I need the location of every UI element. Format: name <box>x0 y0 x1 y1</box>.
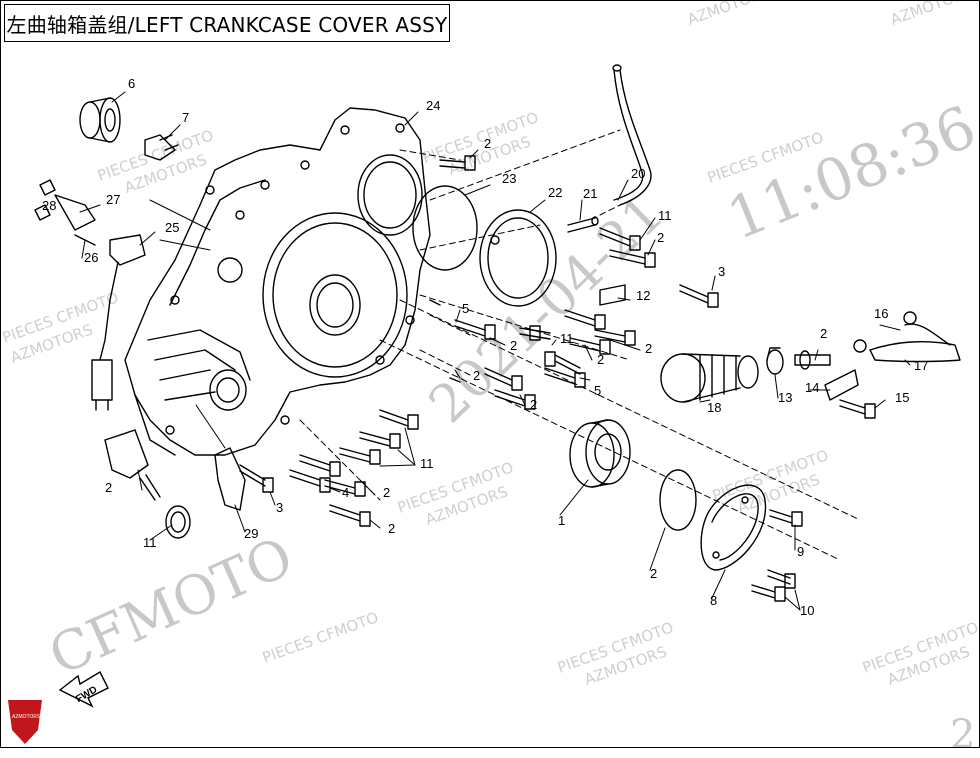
callout-18: 18 <box>707 400 721 415</box>
callout-29: 29 <box>244 526 258 541</box>
filler-cap-29 <box>104 429 161 501</box>
callout-2: 2 <box>820 326 827 341</box>
callout-5: 5 <box>594 383 601 398</box>
breather-hose-20 <box>612 64 652 206</box>
callout-23: 23 <box>502 171 516 186</box>
logo-label: AZMOTORS <box>12 714 41 720</box>
callout-2: 2 <box>484 136 491 151</box>
callout-2: 2 <box>645 341 652 356</box>
callout-25: 25 <box>165 220 179 235</box>
clamp-14 <box>766 347 784 375</box>
gasket-24 <box>412 185 478 271</box>
dowel-21 <box>567 216 599 233</box>
callout-7: 7 <box>182 110 189 125</box>
callout-17: 17 <box>914 358 928 373</box>
callout-27: 27 <box>106 192 120 207</box>
callout-22: 22 <box>548 185 562 200</box>
callout-10: 10 <box>800 603 814 618</box>
callout-2: 2 <box>105 480 112 495</box>
callout-11: 11 <box>420 456 434 471</box>
boot-13 <box>660 353 759 403</box>
fwd-arrow: FWD <box>58 671 109 708</box>
hose-18 <box>853 311 961 363</box>
guide-1 <box>214 447 246 511</box>
callout-2: 2 <box>650 566 657 581</box>
callout-26: 26 <box>84 250 98 265</box>
callout-6: 6 <box>128 76 135 91</box>
crankcase-cover <box>124 107 431 456</box>
callout-11: 11 <box>560 331 574 346</box>
cover-10 <box>700 484 767 571</box>
callout-9: 9 <box>797 544 804 559</box>
callout-16: 16 <box>874 306 888 321</box>
callout-20: 20 <box>631 166 645 181</box>
callout-2: 2 <box>510 338 517 353</box>
callout-4: 4 <box>342 485 349 500</box>
o-ring-9 <box>659 469 697 531</box>
callout-21: 21 <box>583 186 597 201</box>
callout-1: 1 <box>558 513 565 528</box>
o-ring-19 <box>165 505 191 539</box>
callout-12: 12 <box>636 288 650 303</box>
callout-2: 2 <box>388 521 395 536</box>
fitting-16 <box>794 350 831 370</box>
bracket-15 <box>824 369 859 401</box>
callout-2: 2 <box>383 485 390 500</box>
azmotors-logo: AZMOTORS <box>8 700 42 744</box>
callout-15: 15 <box>895 390 909 405</box>
callout-5: 5 <box>462 301 469 316</box>
callout-2: 2 <box>473 368 480 383</box>
callout-11: 11 <box>658 208 672 223</box>
callout-3: 3 <box>718 264 725 279</box>
callout-28: 28 <box>42 198 56 213</box>
bearing-8 <box>569 419 631 488</box>
plug-7 <box>144 134 179 161</box>
callout-14: 14 <box>805 380 819 395</box>
sensor-assembly <box>34 179 146 411</box>
oil-seal-6 <box>79 97 121 143</box>
callout-13: 13 <box>778 390 792 405</box>
callout-3: 3 <box>276 500 283 515</box>
cover-22 <box>479 209 557 307</box>
title-text: 左曲轴箱盖组/LEFT CRANKCASE COVER ASSY <box>6 12 448 37</box>
callout-11: 11 <box>143 535 157 550</box>
bracket-12 <box>599 284 626 306</box>
callout-24: 24 <box>426 98 440 113</box>
callout-8: 8 <box>710 593 717 608</box>
diagram-title: 左曲轴箱盖组/LEFT CRANKCASE COVER ASSY <box>4 4 450 42</box>
callout-2: 2 <box>597 352 604 367</box>
callout-2: 2 <box>657 230 664 245</box>
bolts <box>239 155 876 602</box>
callout-2: 2 <box>530 397 537 412</box>
